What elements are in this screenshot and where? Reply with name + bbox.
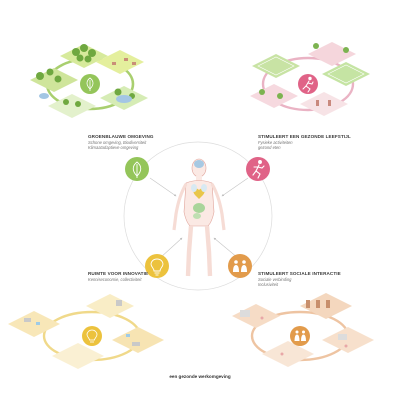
scene-orange xyxy=(232,293,374,367)
arrow-orange xyxy=(213,237,239,259)
caption-yellow-title: RUIMTE VOOR INNOVATIE xyxy=(88,271,149,276)
caption-orange-line1: Sociale verbinding xyxy=(258,276,292,282)
people-icon xyxy=(294,330,306,341)
scene-yellow xyxy=(8,294,164,369)
caption-yellow: RUIMTE VOOR INNOVATIE Kenniseconomie, co… xyxy=(88,271,188,282)
lightbulb-icon xyxy=(150,258,164,276)
arrow-yellow xyxy=(159,237,183,259)
caption-green-title: GROENBLAUWE OMGEVING xyxy=(88,134,154,139)
running-person-icon xyxy=(302,76,314,93)
human-body-icon xyxy=(172,158,226,277)
caption-pink: STIMULEERT EEN GEZONDE LEEFSTIJL Fysieke… xyxy=(258,134,368,150)
quadrant-circle-green xyxy=(125,157,149,181)
central-circle xyxy=(123,141,273,291)
leaf-icon xyxy=(86,77,94,91)
quadrant-circle-yellow xyxy=(145,254,169,278)
caption-green-line2: Klimaatadaptieve omgeving xyxy=(88,144,139,150)
arrow-green xyxy=(149,177,177,197)
caption-pink-line2: gezond eten xyxy=(258,144,281,150)
leaf-icon xyxy=(132,161,142,178)
scene-pink xyxy=(250,42,370,116)
caption-green: GROENBLAUWE OMGEVING Schone omgeving, Bi… xyxy=(88,134,188,150)
arrow-pink xyxy=(221,177,249,197)
people-icon xyxy=(233,260,247,272)
arrows xyxy=(149,177,249,259)
scene-green xyxy=(30,44,148,118)
running-person-icon xyxy=(252,160,265,179)
caption-orange-line2: Inclusiviteit xyxy=(258,281,279,287)
footer-caption: een gezonde werkomgeving xyxy=(169,374,231,379)
caption-green-line1: Schone omgeving, Biodiversiteit xyxy=(88,139,147,145)
caption-pink-title: STIMULEERT EEN GEZONDE LEEFSTIJL xyxy=(258,134,351,139)
caption-orange-title: STIMULEERT SOCIALE INTERACTIE xyxy=(258,271,341,276)
caption-orange: STIMULEERT SOCIALE INTERACTIE Sociale ve… xyxy=(258,271,368,287)
lightbulb-icon xyxy=(86,329,98,343)
caption-pink-line1: Fysieke activiteiten xyxy=(258,139,293,145)
caption-yellow-line1: Kenniseconomie, collectiviteit xyxy=(88,276,142,282)
quadrant-circle-pink xyxy=(246,157,270,181)
quadrant-circle-orange xyxy=(228,254,252,278)
